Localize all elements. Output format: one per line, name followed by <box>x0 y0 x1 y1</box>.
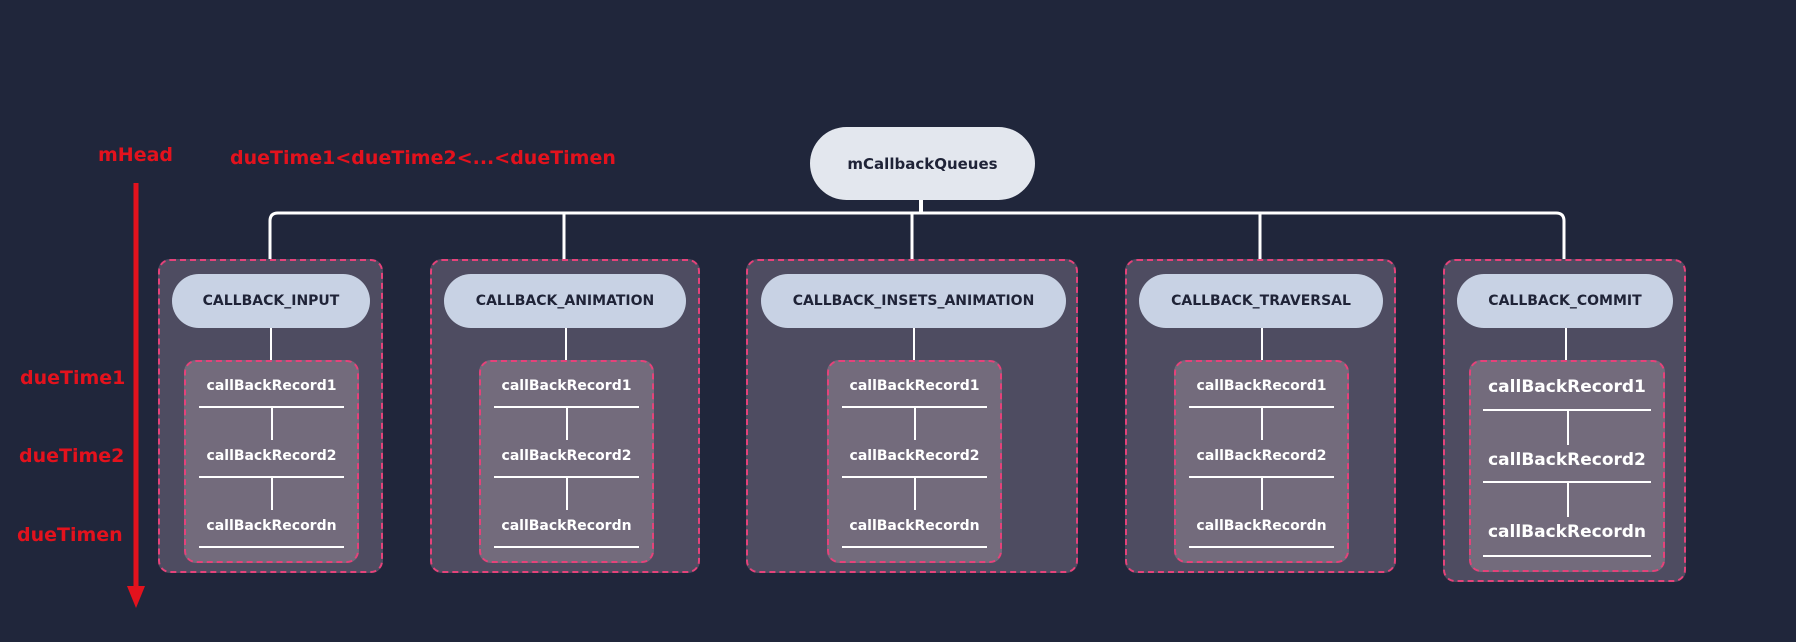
record-item: callBackRecordn <box>1487 522 1647 542</box>
queue-group-traversal: CALLBACK_TRAVERSAL callBackRecord1 callB… <box>1125 259 1396 573</box>
record-underline <box>494 406 639 408</box>
record-item: callBackRecord1 <box>849 378 980 394</box>
record-list: callBackRecord1 callBackRecord2 callBack… <box>1469 360 1665 572</box>
row-label-duetimen: dueTimen <box>17 524 123 546</box>
record-link <box>566 478 568 510</box>
record-link <box>1567 483 1569 517</box>
queue-link <box>1565 328 1567 360</box>
record-link <box>1261 478 1263 510</box>
queue-link <box>565 328 567 360</box>
queue-node-animation: CALLBACK_ANIMATION <box>444 274 686 328</box>
root-node-mcallbackqueues: mCallbackQueues <box>810 127 1035 200</box>
record-item: callBackRecord2 <box>1196 448 1327 464</box>
queue-link <box>913 328 915 360</box>
record-item: callBackRecord1 <box>1196 378 1327 394</box>
record-underline <box>842 546 987 548</box>
queue-group-animation: CALLBACK_ANIMATION callBackRecord1 callB… <box>430 259 700 573</box>
queue-group-commit: CALLBACK_COMMIT callBackRecord1 callBack… <box>1443 259 1686 582</box>
record-item: callBackRecord2 <box>206 448 337 464</box>
record-underline <box>494 546 639 548</box>
record-underline <box>842 406 987 408</box>
record-underline <box>199 546 344 548</box>
record-list: callBackRecord1 callBackRecord2 callBack… <box>827 360 1002 563</box>
record-item: callBackRecord2 <box>501 448 632 464</box>
bus-line <box>268 211 1566 272</box>
time-axis-arrowhead <box>127 586 145 608</box>
record-item: callBackRecordn <box>1196 518 1327 534</box>
record-link <box>914 478 916 510</box>
mhead-label: mHead <box>98 144 174 166</box>
queue-group-input: CALLBACK_INPUT callBackRecord1 callBackR… <box>158 259 383 573</box>
queue-node-commit: CALLBACK_COMMIT <box>1457 274 1673 328</box>
record-item: callBackRecord2 <box>1488 450 1646 470</box>
record-underline <box>842 476 987 478</box>
record-underline <box>1483 409 1651 411</box>
record-list: callBackRecord1 callBackRecord2 callBack… <box>479 360 654 563</box>
record-item: callBackRecord1 <box>501 378 632 394</box>
record-list: callBackRecord1 callBackRecord2 callBack… <box>1174 360 1349 563</box>
record-link <box>271 408 273 440</box>
record-underline <box>1483 555 1651 557</box>
record-item: callBackRecord1 <box>206 378 337 394</box>
queue-label: CALLBACK_INPUT <box>202 293 340 309</box>
queue-node-input: CALLBACK_INPUT <box>172 274 370 328</box>
record-underline <box>494 476 639 478</box>
queue-group-insets-animation: CALLBACK_INSETS_ANIMATION callBackRecord… <box>746 259 1078 573</box>
record-item: callBackRecordn <box>206 518 337 534</box>
queue-node-traversal: CALLBACK_TRAVERSAL <box>1139 274 1383 328</box>
record-underline <box>1189 546 1334 548</box>
queue-label: CALLBACK_INSETS_ANIMATION <box>792 293 1035 309</box>
record-link <box>914 408 916 440</box>
record-underline <box>1483 481 1651 483</box>
record-underline <box>1189 476 1334 478</box>
queue-label: CALLBACK_COMMIT <box>1488 293 1642 309</box>
record-item: callBackRecord1 <box>1488 377 1646 397</box>
record-item: callBackRecord2 <box>849 448 980 464</box>
record-underline <box>1189 406 1334 408</box>
record-link <box>1567 411 1569 445</box>
record-link <box>1261 408 1263 440</box>
row-label-duetime2: dueTime2 <box>19 445 125 467</box>
root-node-label: mCallbackQueues <box>847 154 998 173</box>
record-list: callBackRecord1 callBackRecord2 callBack… <box>184 360 359 563</box>
due-time-order-label: dueTime1<dueTime2<...<dueTimen <box>230 147 616 169</box>
queue-link <box>1261 328 1263 360</box>
record-underline <box>199 406 344 408</box>
record-item: callBackRecordn <box>501 518 632 534</box>
queue-label: CALLBACK_TRAVERSAL <box>1171 293 1351 309</box>
queue-link <box>270 328 272 360</box>
record-link <box>566 408 568 440</box>
queue-node-insets-animation: CALLBACK_INSETS_ANIMATION <box>761 274 1066 328</box>
record-link <box>271 478 273 510</box>
record-underline <box>199 476 344 478</box>
row-label-duetime1: dueTime1 <box>20 367 126 389</box>
record-item: callBackRecordn <box>849 518 980 534</box>
queue-label: CALLBACK_ANIMATION <box>475 293 655 309</box>
